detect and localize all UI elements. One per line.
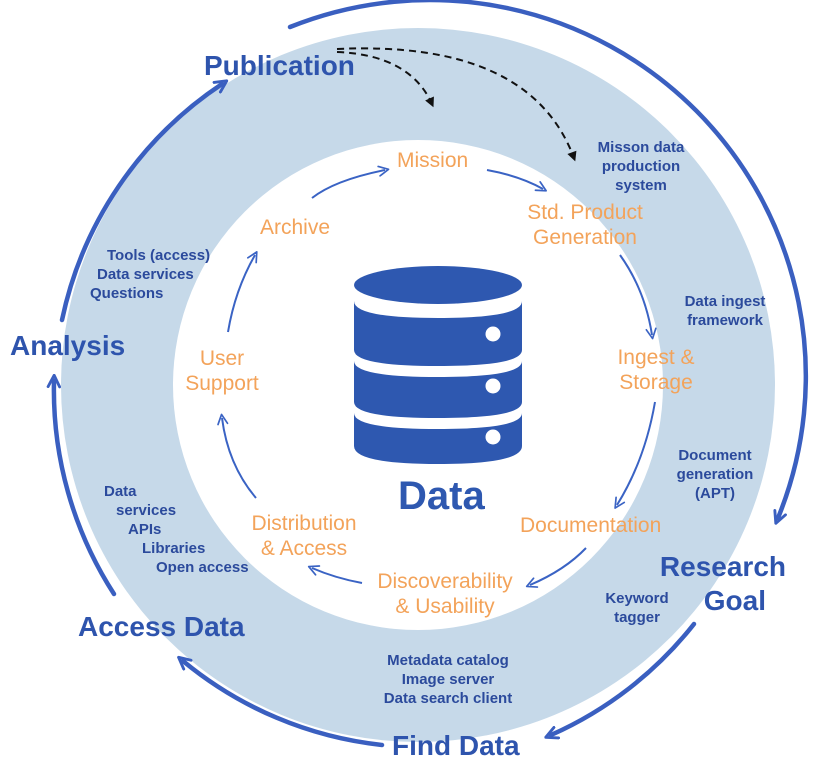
mission-system-line-3: system [615,177,667,194]
stage-discoverability-usability: Discoverability & Usability [360,569,530,619]
doc-generation-line-3: (APT) [695,485,735,502]
stage-documentation: Documentation [520,514,662,537]
research-goal-line-1: Research [659,551,786,582]
arrow-mission-to-std-product [486,169,547,192]
access-tools-line-1: Data [104,483,137,500]
analysis-tools-line-2: Data services [97,266,194,283]
research-goal-line-2: Goal [703,585,766,616]
ingest-framework-line-1: Data ingest [684,293,766,310]
keyword-tagger-line-1: Keyword [605,590,669,607]
analysis-tools-line-3: Questions [90,285,164,302]
stage-ingest-storage: Ingest & Storage [604,345,708,395]
ingest-framework-line-2: framework [687,312,763,329]
discoverability-line-2: & Usability [395,595,495,618]
arrow-analysis-to-publication [59,79,229,323]
mission-system-line-2: production [601,158,681,175]
tool-document-generation: Document generation (APT) [670,446,760,503]
arrow-distribution-to-user-support [217,413,257,499]
label-access-data: Access Data [78,611,245,642]
discoverability-line-1: Discoverability [377,570,513,593]
stage-std-product-generation: Std. Product Generation [506,200,664,250]
arrow-ingest-to-documentation [614,401,656,509]
tool-keyword-tagger: Keyword tagger [597,589,677,627]
doc-generation-line-1: Document [678,447,752,464]
tool-access-tools: Data services APIs Libraries Open access [104,482,274,577]
arrow-research-to-find [544,621,697,740]
access-tools-line-4: Libraries [142,540,206,557]
ingest-line-1: Ingest & [617,346,695,369]
arrow-archive-to-mission [311,165,390,199]
database-icon [354,266,522,464]
keyword-tagger-line-2: tagger [614,609,660,626]
tool-data-ingest-framework: Data ingest framework [672,292,778,330]
distribution-line-1: Distribution [251,512,357,535]
distribution-line-2: & Access [260,537,348,560]
label-find-data: Find Data [392,730,520,761]
user-support-line-1: User [199,347,245,370]
arrow-user-support-to-archive [227,251,258,333]
ingest-line-2: Storage [619,371,693,394]
access-tools-line-3: APIs [128,521,162,538]
arrow-documentation-to-discoverability [525,547,587,588]
arrow-discoverability-to-distribution [307,565,363,584]
analysis-tools-line-1: Tools (access) [107,247,211,264]
center-label: Data [398,474,485,518]
access-tools-line-5: Open access [156,559,249,576]
dashed-arrow-to-mission-system [336,47,577,162]
search-tools-line-3: Data search client [383,690,513,707]
stage-archive: Archive [260,216,331,239]
search-tools-line-2: Image server [401,671,495,688]
label-research-goal: Research Goal [660,550,786,618]
arrow-access-to-analysis [46,373,117,597]
tool-mission-production-system: Misson data production system [586,138,696,195]
std-product-line-1: Std. Product [527,201,643,224]
tool-search-tools: Metadata catalog Image server Data searc… [368,651,528,708]
arrow-std-product-to-ingest [619,254,657,340]
label-analysis: Analysis [10,330,126,361]
dashed-arrow-to-mission [336,51,434,108]
search-tools-line-1: Metadata catalog [387,652,509,669]
label-publication: Publication [204,50,355,81]
tool-analysis-tools: Tools (access) Data services Questions [90,246,220,303]
user-support-line-2: Support [185,372,259,395]
mission-system-line-1: Misson data [597,139,685,156]
stage-mission: Mission [397,149,469,172]
access-tools-line-2: services [116,502,177,519]
arrow-publication-to-research [287,0,809,525]
stage-user-support: User Support [170,346,274,396]
arrow-find-to-access [177,655,385,748]
std-product-line-2: Generation [533,226,637,249]
stage-distribution-access: Distribution & Access [234,511,374,561]
doc-generation-line-2: generation [676,466,754,483]
